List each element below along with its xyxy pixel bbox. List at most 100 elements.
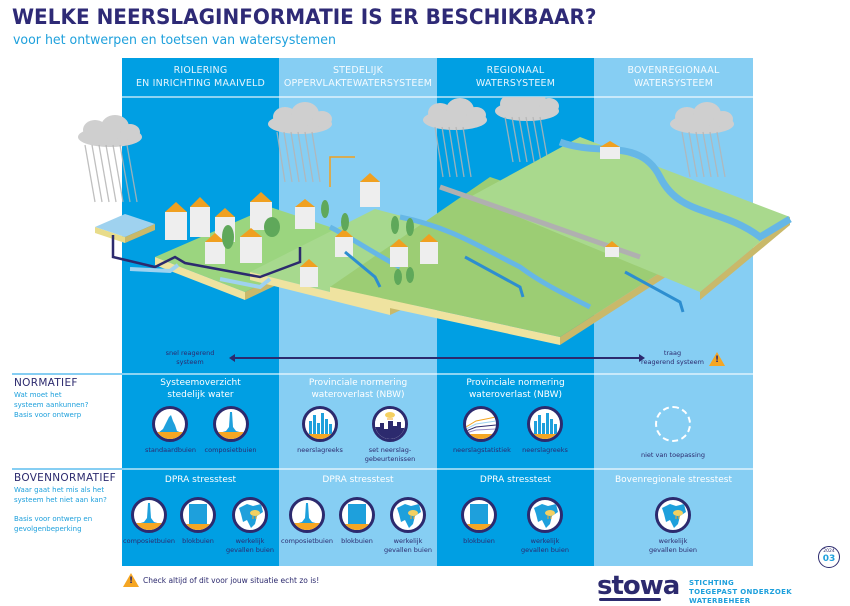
icon-label: niet van toepassing (640, 451, 705, 459)
icon-composietbuien: composietbuien (123, 497, 175, 546)
icon-blokbuien: blokbuien (457, 497, 501, 546)
icon-label: werkelijk gevallen buien (224, 537, 276, 555)
icon-label-line: werkelijk (658, 537, 688, 545)
cell-title: DPRA stresstest (437, 474, 594, 486)
slow-line1: traag (663, 349, 682, 357)
organization-name: STICHTING TOEGEPAST ONDERZOEK WATERBEHEE… (689, 579, 850, 606)
icon-label-line: set neerslag- (368, 446, 412, 454)
column-header-line1: REGIONAAL (486, 65, 545, 76)
icon-standaardbuien: standaardbuien (145, 406, 196, 455)
icon-label-line: werkelijk (235, 537, 265, 545)
logo-wave (599, 598, 661, 601)
column-header-line2: OPPERVLAKTEWATERSYSTEEM (283, 78, 433, 89)
cell-title-line: Systeemoverzicht (160, 378, 241, 388)
icon-werkelijk-gevallen-buien: werkelijk gevallen buien (519, 497, 571, 555)
stowa-logo: stowa (597, 571, 680, 601)
icon-label: blokbuien (463, 537, 495, 545)
icon-label: neerslagstatistiek (453, 446, 511, 454)
row-separator (12, 468, 124, 470)
icon-blokbuien: blokbuien (335, 497, 379, 546)
observed-storm-map-icon (655, 497, 691, 533)
warning-icon: ! (123, 573, 139, 587)
cell-title: Systeemoverzicht stedelijk water (122, 377, 279, 401)
badge-number: 03 (822, 554, 836, 564)
icon-label: composietbuien (204, 446, 257, 454)
icon-neerslagreeks: neerslagreeks (520, 406, 570, 455)
icon-label: blokbuien (182, 537, 214, 545)
icon-werkelijk-gevallen-buien: werkelijk gevallen buien (647, 497, 699, 555)
badge-year: 2024 (823, 549, 835, 554)
icon-label-line: gevallen buien (521, 546, 569, 554)
icon-composietbuien: composietbuien (281, 497, 333, 546)
divider (122, 96, 753, 98)
rainfall-series-icon (302, 406, 338, 442)
row-description: Wat moet het systeem aankunnen? Basis vo… (14, 390, 88, 420)
warning-icon: ! (709, 352, 725, 366)
standard-storm-icon (152, 406, 188, 442)
row-label-normatief: NORMATIEF Wat moet het systeem aankunnen… (14, 377, 88, 420)
cell-title-line: DPRA stresstest (322, 475, 394, 485)
icon-composietbuien: composietbuien (203, 406, 258, 455)
column-header-line2: EN INRICHTING MAAIVELD (135, 78, 266, 89)
column-header: RIOLERING EN INRICHTING MAAIVELD (122, 58, 279, 97)
divider (122, 373, 753, 375)
icon-label: composietbuien (123, 537, 175, 545)
org-line1: STICHTING (689, 579, 735, 587)
composite-storm-icon (131, 497, 167, 533)
cell-title-line: wateroverlast (NBW) (468, 390, 563, 400)
row-title: NORMATIEF (14, 377, 78, 389)
row-title: BOVENNORMATIEF (14, 472, 116, 484)
composite-storm-icon (212, 406, 249, 442)
row-separator (12, 373, 124, 375)
column-stedelijk: STEDELIJK OPPERVLAKTEWATERSYSTEEM (279, 58, 437, 566)
observed-storm-map-icon (390, 497, 426, 533)
cell-title: DPRA stresstest (122, 474, 279, 486)
divider (122, 468, 753, 470)
icon-werkelijk-gevallen-buien: werkelijk gevallen buien (224, 497, 276, 555)
icon-label-line: werkelijk (530, 537, 560, 545)
column-regionaal: REGIONAAL WATERSYSTEEM (437, 58, 594, 566)
row-desc-line: gevolgenbeperking (14, 525, 82, 533)
icon-neerslagreeks: neerslagreeks (295, 406, 345, 455)
cell-title: Provinciale normering wateroverlast (NBW… (279, 377, 437, 401)
cell-title-line: Bovenregionale stresstest (614, 475, 733, 485)
cell-title-line: DPRA stresstest (164, 475, 237, 485)
icon-label-line: gebeurtenissen (364, 455, 416, 463)
icon-label: neerslagreeks (297, 446, 343, 454)
observed-storm-map-icon (232, 497, 268, 533)
fast-line2: systeem (176, 358, 204, 366)
column-header-line1: RIOLERING (173, 65, 228, 76)
org-line2: TOEGEPAST ONDERZOEK WATERBEHEER (689, 588, 792, 605)
fast-line1: snel reagerend (165, 349, 215, 357)
icon-blokbuien: blokbuien (176, 497, 220, 546)
icon-niet-van-toepassing: niet van toepassing (633, 406, 713, 460)
cell-title: DPRA stresstest (279, 474, 437, 486)
icon-neerslagstatistiek: neerslagstatistiek (453, 406, 511, 455)
cell-title: Bovenregionale stresstest (594, 474, 753, 486)
icon-label: werkelijk gevallen buien (382, 537, 434, 555)
icon-label-line: gevallen buien (649, 546, 697, 554)
slow-response-label: traag reagerend systeem (640, 349, 705, 367)
rainfall-statistics-icon (462, 406, 499, 442)
column-header-line1: BOVENREGIONAAL (627, 65, 720, 76)
row-desc-line: Waar gaat het mis als het (14, 486, 105, 494)
column-header-line1: STEDELIJK (332, 65, 384, 76)
column-bovenregionaal: BOVENREGIONAAL WATERSYSTEEM (594, 58, 753, 566)
icon-label-line: gevallen buien (384, 546, 432, 554)
slow-line2: reagerend systeem (641, 358, 704, 366)
not-applicable-icon (655, 406, 691, 442)
page-title: WELKE NEERSLAGINFORMATIE IS ER BESCHIKBA… (12, 5, 597, 30)
warning-text: Check altijd of dit voor jouw situatie e… (143, 575, 320, 585)
fast-response-label: snel reagerend systeem (160, 349, 220, 367)
cell-title-line: Provinciale normering (466, 378, 565, 388)
row-description: Waar gaat het mis als het systeem het ni… (14, 485, 116, 534)
icon-label: standaardbuien (145, 446, 196, 454)
icon-werkelijk-gevallen-buien: werkelijk gevallen buien (382, 497, 434, 555)
column-header: STEDELIJK OPPERVLAKTEWATERSYSTEEM (279, 58, 437, 97)
icon-label: neerslagreeks (522, 446, 568, 454)
icon-label: werkelijk gevallen buien (519, 537, 571, 555)
icon-label: composietbuien (281, 537, 333, 545)
page-subtitle: voor het ontwerpen en toetsen van waters… (13, 32, 336, 48)
icon-label: set neerslag- gebeurtenissen (360, 446, 420, 464)
column-header: BOVENREGIONAAL WATERSYSTEEM (594, 58, 753, 97)
